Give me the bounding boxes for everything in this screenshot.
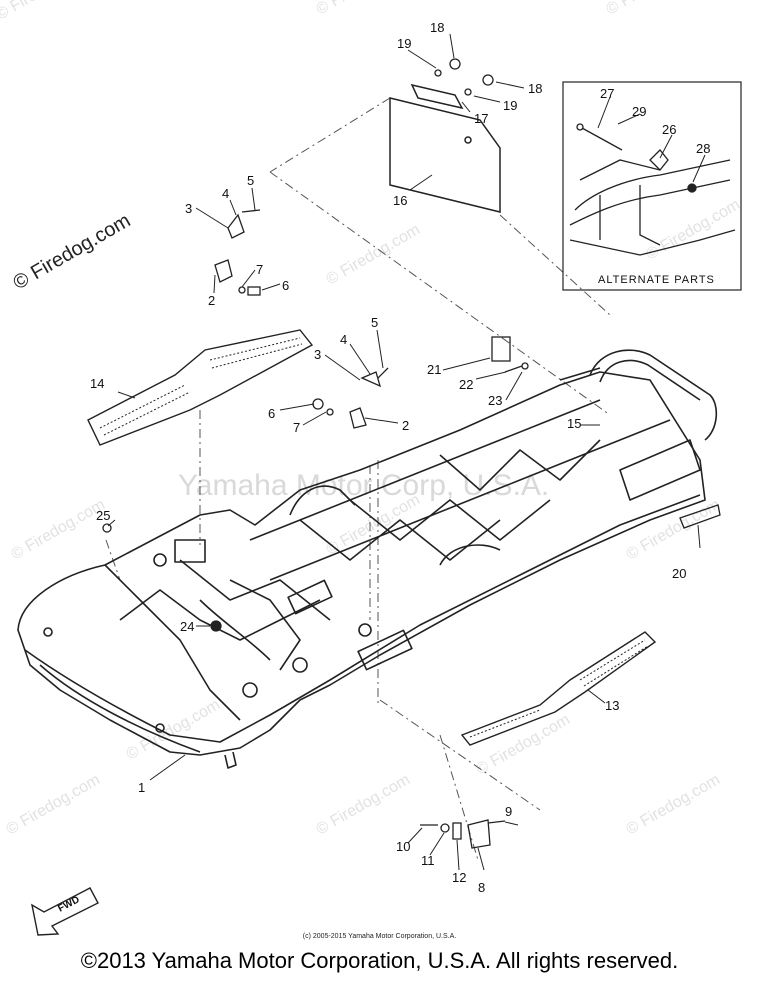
callout-2: 2 xyxy=(402,418,409,433)
leader-lines xyxy=(107,33,706,871)
hardware-parts xyxy=(102,58,721,849)
callouts: 1 2 2 3 3 4 4 5 5 6 6 7 7 8 9 10 11 12 1… xyxy=(90,20,710,895)
running-board-right xyxy=(460,631,657,746)
callout-12: 12 xyxy=(452,870,466,885)
callout-6: 6 xyxy=(268,406,275,421)
callout-26: 26 xyxy=(662,122,676,137)
callout-3: 3 xyxy=(314,347,321,362)
running-board-left xyxy=(87,329,314,446)
callout-7: 7 xyxy=(256,262,263,277)
callout-4: 4 xyxy=(340,332,347,347)
watermark-text: © Firedog.com xyxy=(624,771,724,838)
callout-19: 19 xyxy=(397,36,411,51)
callout-1: 1 xyxy=(138,780,145,795)
callout-11: 11 xyxy=(421,853,435,868)
watermark-text: © Firedog.com xyxy=(474,711,574,778)
callout-2: 2 xyxy=(208,293,215,308)
fwd-arrow-icon: FWD xyxy=(31,887,99,936)
callout-22: 22 xyxy=(459,377,473,392)
watermark-text: © Firedog.com xyxy=(644,196,744,263)
alternate-parts-inset: ALTERNATE PARTS xyxy=(562,81,742,291)
callout-20: 20 xyxy=(672,566,686,581)
callout-18: 18 xyxy=(528,81,542,96)
callout-10: 10 xyxy=(396,839,410,854)
alternate-parts-label: ALTERNATE PARTS xyxy=(598,274,715,286)
callout-27: 27 xyxy=(600,86,614,101)
callout-15: 15 xyxy=(567,416,581,431)
callout-18: 18 xyxy=(430,20,444,35)
mud-flap-plate xyxy=(389,83,501,213)
callout-28: 28 xyxy=(696,141,710,156)
callout-14: 14 xyxy=(90,376,104,391)
callout-17: 17 xyxy=(474,111,488,126)
callout-4: 4 xyxy=(222,186,229,201)
callout-24: 24 xyxy=(180,619,194,634)
copyright-main: ©2013 Yamaha Motor Corporation, U.S.A. A… xyxy=(80,948,679,973)
watermark-text: © Firedog.com xyxy=(9,496,109,563)
callout-29: 29 xyxy=(632,104,646,119)
watermark-text: © Firedog.com xyxy=(604,0,704,18)
copyright-small: (c) 2005-2015 Yamaha Motor Corporation, … xyxy=(302,933,457,940)
watermark-text: © Firedog.com xyxy=(314,0,414,18)
watermark-text: © Firedog.com xyxy=(314,771,414,838)
watermark-text: © Firedog.com xyxy=(0,0,93,23)
callout-16: 16 xyxy=(393,193,407,208)
callout-3: 3 xyxy=(185,201,192,216)
callout-8: 8 xyxy=(478,880,485,895)
callout-5: 5 xyxy=(371,315,378,330)
firedog-logo-text: © Firedog.com xyxy=(10,210,135,295)
callout-7: 7 xyxy=(293,420,300,435)
callout-5: 5 xyxy=(247,173,254,188)
fwd-label: FWD xyxy=(56,894,81,914)
callout-21: 21 xyxy=(427,362,441,377)
callout-6: 6 xyxy=(282,278,289,293)
callout-23: 23 xyxy=(488,393,502,408)
callout-13: 13 xyxy=(605,698,619,713)
watermark-text: © Firedog.com xyxy=(4,771,104,838)
chassis-frame xyxy=(17,349,718,769)
watermark-text: © Firedog.com xyxy=(324,221,424,288)
watermark-center: Yamaha Motor Corp, U.S.A. xyxy=(178,469,549,502)
callout-25: 25 xyxy=(96,508,110,523)
callout-19: 19 xyxy=(503,98,517,113)
watermark-text: © Firedog.com xyxy=(624,496,724,563)
callout-9: 9 xyxy=(505,804,512,819)
